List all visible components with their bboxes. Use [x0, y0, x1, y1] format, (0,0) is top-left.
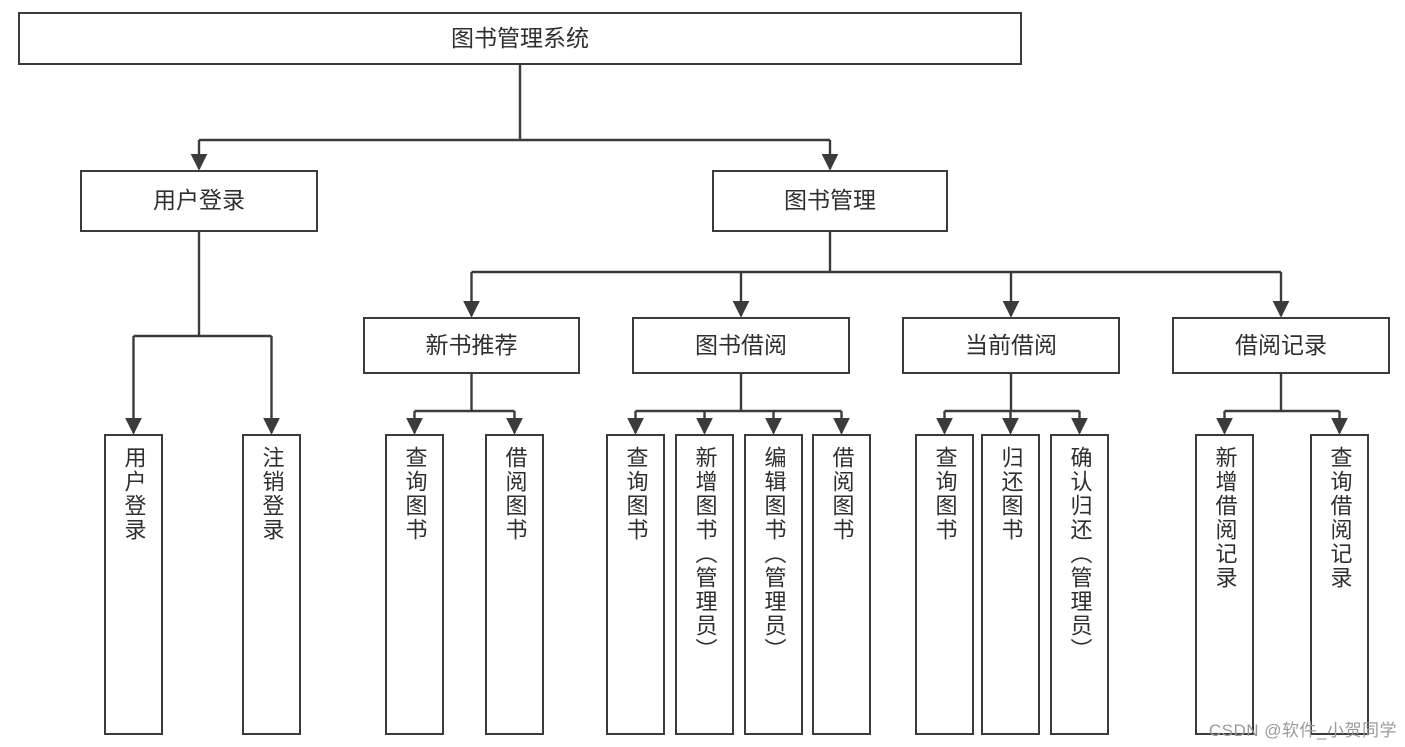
node-label: 新增图书（管理员）	[692, 446, 718, 662]
node-borrow[interactable]: 图书借阅	[632, 317, 850, 374]
node-leaf-cur-query[interactable]: 查询图书	[915, 434, 974, 735]
node-leaf-login[interactable]: 用户登录	[104, 434, 163, 735]
node-label: 确认归还（管理员）	[1067, 446, 1093, 662]
node-leaf-bk-query[interactable]: 查询图书	[606, 434, 665, 735]
node-label: 当前借阅	[965, 331, 1057, 358]
node-leaf-cur-confirm[interactable]: 确认归还（管理员）	[1050, 434, 1109, 735]
node-root[interactable]: 图书管理系统	[18, 12, 1022, 65]
node-current[interactable]: 当前借阅	[902, 317, 1120, 374]
node-leaf-nb-query[interactable]: 查询图书	[385, 434, 444, 735]
node-label: 查询借阅记录	[1327, 446, 1353, 590]
node-leaf-bk-add[interactable]: 新增图书（管理员）	[675, 434, 734, 735]
node-records[interactable]: 借阅记录	[1172, 317, 1390, 374]
node-label: 编辑图书（管理员）	[761, 446, 787, 662]
node-label: 注销登录	[259, 446, 285, 542]
node-leaf-rec-query[interactable]: 查询借阅记录	[1310, 434, 1369, 735]
node-label: 新增借阅记录	[1212, 446, 1238, 590]
node-bookmgmt[interactable]: 图书管理	[712, 170, 948, 232]
node-label: 用户登录	[121, 446, 147, 542]
node-label: 查询图书	[402, 446, 428, 542]
node-label: 图书管理	[784, 187, 876, 214]
node-label: 用户登录	[153, 187, 245, 214]
node-leaf-logout[interactable]: 注销登录	[242, 434, 301, 735]
node-label: 归还图书	[998, 446, 1024, 542]
node-leaf-cur-return[interactable]: 归还图书	[981, 434, 1040, 735]
node-leaf-bk-edit[interactable]: 编辑图书（管理员）	[744, 434, 803, 735]
node-label: 查询图书	[932, 446, 958, 542]
node-label: 查询图书	[623, 446, 649, 542]
node-label: 借阅图书	[829, 446, 855, 542]
node-login[interactable]: 用户登录	[80, 170, 318, 232]
node-newbook[interactable]: 新书推荐	[363, 317, 580, 374]
node-label: 借阅图书	[502, 446, 528, 542]
node-label: 借阅记录	[1235, 331, 1327, 358]
node-label: 新书推荐	[425, 331, 518, 358]
node-leaf-nb-borrow[interactable]: 借阅图书	[485, 434, 544, 735]
edge-paths	[125, 65, 1348, 435]
node-label: 图书借阅	[695, 331, 787, 358]
node-leaf-rec-add[interactable]: 新增借阅记录	[1195, 434, 1254, 735]
node-leaf-bk-borrow[interactable]: 借阅图书	[812, 434, 871, 735]
node-label: 图书管理系统	[451, 24, 589, 51]
